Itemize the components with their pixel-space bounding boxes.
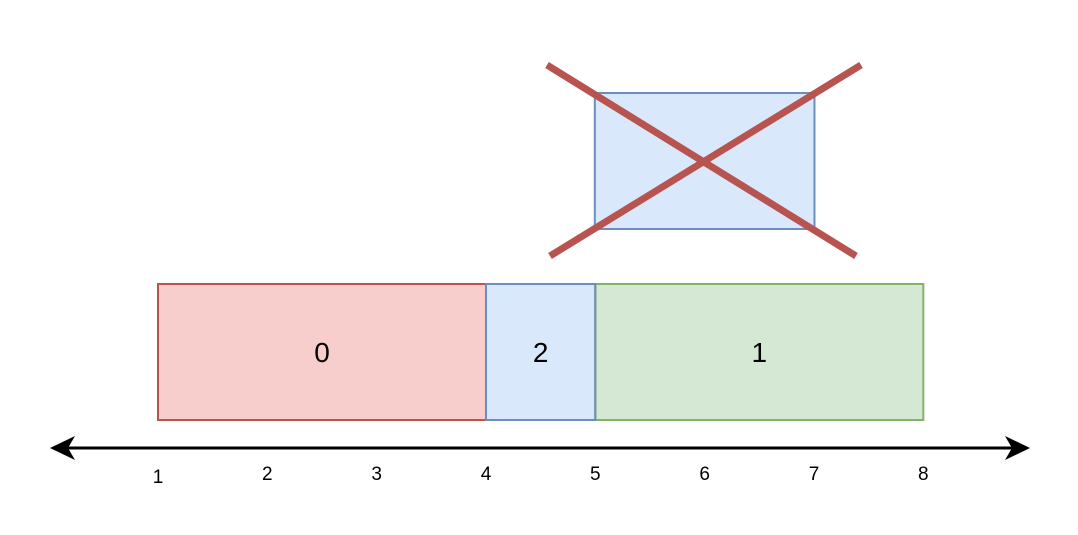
segment-label-2: 2 (533, 337, 549, 368)
left-arrowhead (50, 436, 75, 460)
rejected-block-group (545, 62, 863, 259)
segment-box-1 (594, 283, 925, 421)
number-line: 1 2 3 4 5 6 7 8 (50, 436, 1030, 488)
tick-label-5: 5 (590, 464, 601, 485)
segment-label-1: 1 (752, 337, 768, 368)
tick-label-6: 6 (699, 464, 710, 485)
tick-label-3: 3 (371, 464, 382, 485)
segment-border-2 (484, 283, 597, 421)
segment-1: 1 (594, 283, 925, 421)
right-arrowhead (1005, 436, 1030, 460)
tick-label-7: 7 (809, 464, 820, 485)
tick-labels: 1 2 3 4 5 6 7 8 (153, 464, 929, 488)
segment-box-0 (157, 283, 487, 421)
cross-stroke-2 (548, 62, 863, 259)
segment-2: 2 (484, 283, 597, 421)
tick-label-8: 8 (918, 464, 929, 485)
segment-0: 0 (157, 283, 487, 421)
segment-label-0: 0 (314, 337, 330, 368)
tick-label-1: 1 (153, 467, 164, 488)
tick-label-4: 4 (481, 464, 492, 485)
segments-row: 0 2 1 (157, 283, 925, 421)
tick-label-2: 2 (262, 464, 273, 485)
